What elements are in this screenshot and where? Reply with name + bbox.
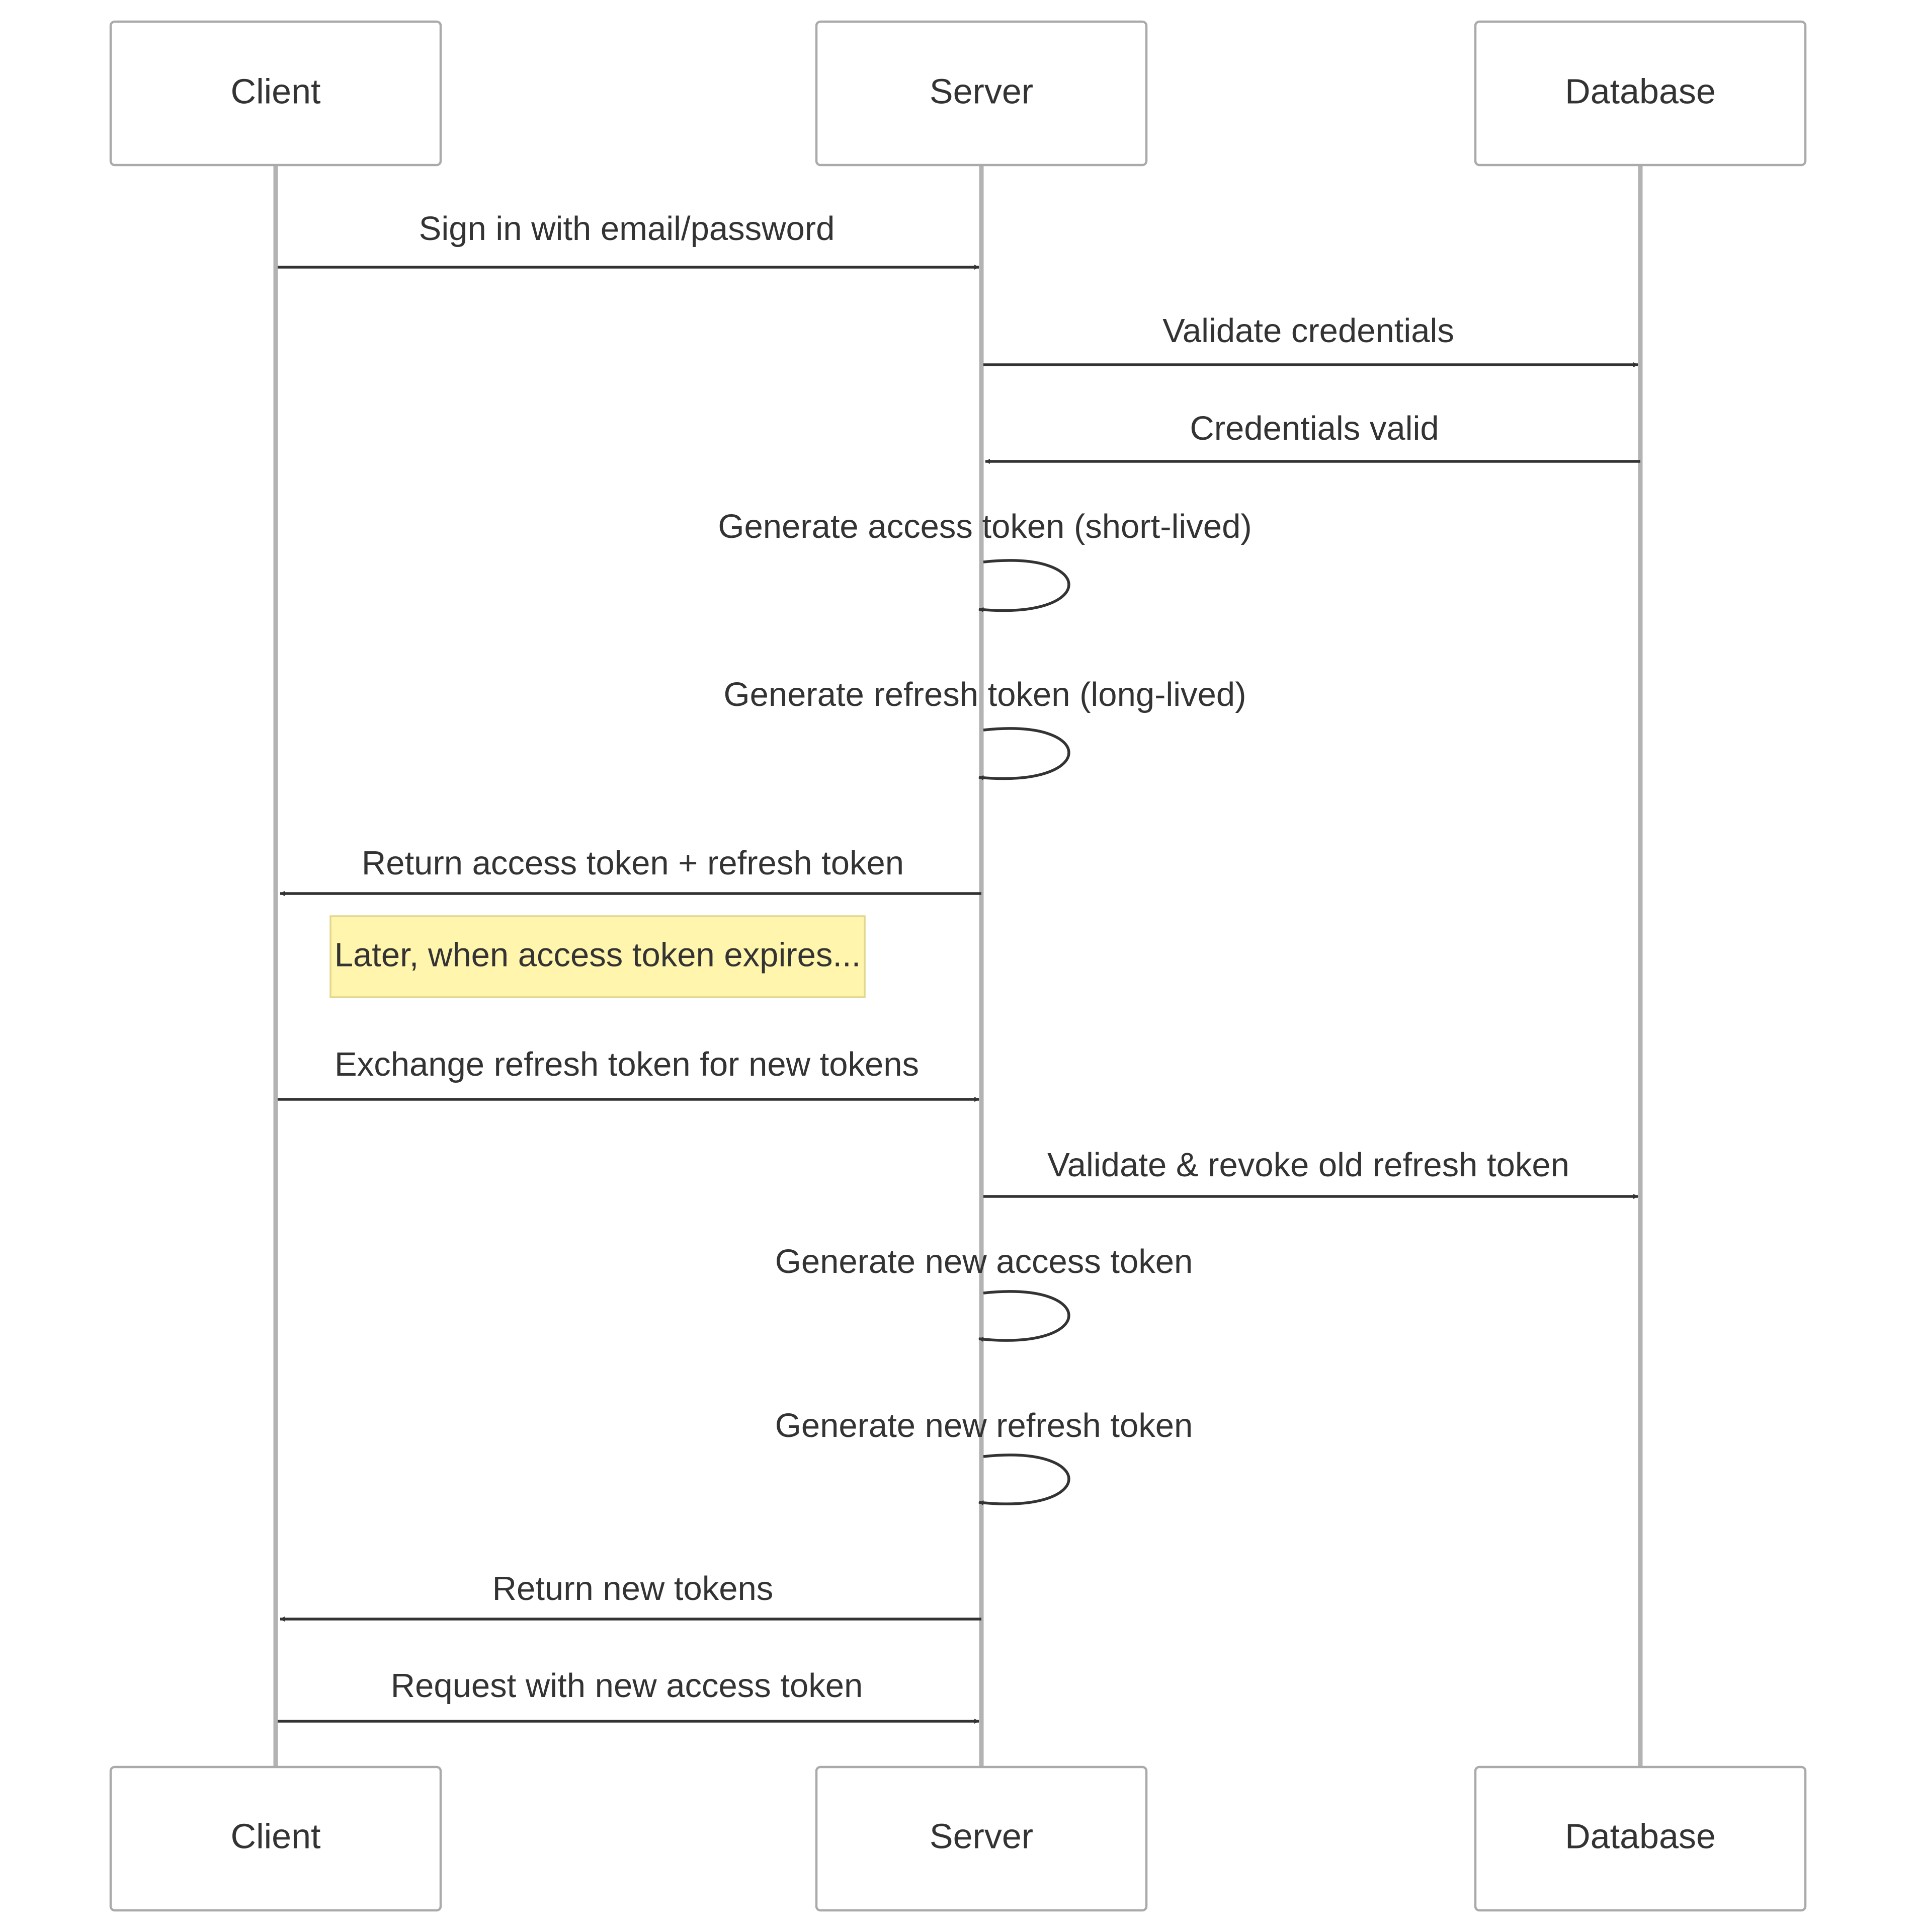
message-generate-access-token-label: Generate access token (short-lived): [718, 508, 1252, 545]
actor-client-top: Client: [109, 20, 442, 167]
actor-server-bottom-label: Server: [930, 1816, 1033, 1856]
actor-client-bottom-label: Client: [231, 1816, 321, 1856]
actor-client-bottom: Client: [109, 1765, 442, 1912]
message-generate-access-token: Generate access token (short-lived): [718, 508, 1252, 612]
message-sign-in-label: Sign in with email/password: [419, 210, 835, 248]
message-return-tokens-label: Return access token + refresh token: [362, 844, 904, 882]
message-return-new-tokens: Return new tokens: [280, 1570, 981, 1622]
message-generate-new-access-token-label: Generate new access token: [775, 1243, 1193, 1280]
actor-server-top-label: Server: [930, 71, 1033, 111]
message-generate-new-access-token: Generate new access token: [775, 1243, 1193, 1342]
actor-database-top-label: Database: [1565, 71, 1716, 111]
message-return-new-tokens-label: Return new tokens: [492, 1570, 774, 1607]
message-generate-refresh-token-label: Generate refresh token (long-lived): [723, 676, 1246, 713]
message-credentials-valid: Credentials valid: [985, 410, 1640, 464]
message-generate-new-access-token-arrow: [978, 1290, 1070, 1342]
message-generate-new-refresh-token-label: Generate new refresh token: [775, 1407, 1193, 1444]
message-generate-new-refresh-token-arrow: [978, 1454, 1070, 1505]
message-request-new-access-token: Request with new access token: [278, 1667, 979, 1724]
actor-database-top: Database: [1474, 20, 1807, 167]
message-generate-refresh-token: Generate refresh token (long-lived): [723, 676, 1246, 780]
message-generate-access-token-arrow: [978, 559, 1070, 612]
actor-database-bottom-label: Database: [1565, 1816, 1716, 1856]
message-generate-refresh-token-arrow: [978, 727, 1070, 780]
message-validate-revoke-label: Validate & revoke old refresh token: [1047, 1146, 1569, 1184]
actor-server-top: Server: [815, 20, 1148, 167]
message-credentials-valid-label: Credentials valid: [1190, 410, 1439, 447]
actor-client-top-label: Client: [231, 71, 321, 111]
message-sign-in: Sign in with email/password: [278, 210, 979, 270]
message-exchange-refresh-token: Exchange refresh token for new tokens: [278, 1045, 979, 1102]
note-access-token-expires: Later, when access token expires...: [329, 915, 866, 998]
message-generate-new-refresh-token: Generate new refresh token: [775, 1407, 1193, 1505]
actor-database-bottom: Database: [1474, 1765, 1807, 1912]
message-exchange-refresh-token-label: Exchange refresh token for new tokens: [335, 1045, 919, 1083]
message-request-new-access-token-label: Request with new access token: [391, 1667, 863, 1705]
message-validate-revoke: Validate & revoke old refresh token: [983, 1146, 1638, 1199]
note-access-token-expires-text: Later, when access token expires...: [335, 936, 861, 974]
message-validate-credentials-label: Validate credentials: [1162, 312, 1454, 350]
message-return-tokens: Return access token + refresh token: [280, 844, 981, 896]
actor-server-bottom: Server: [815, 1765, 1148, 1912]
message-validate-credentials: Validate credentials: [983, 312, 1638, 367]
